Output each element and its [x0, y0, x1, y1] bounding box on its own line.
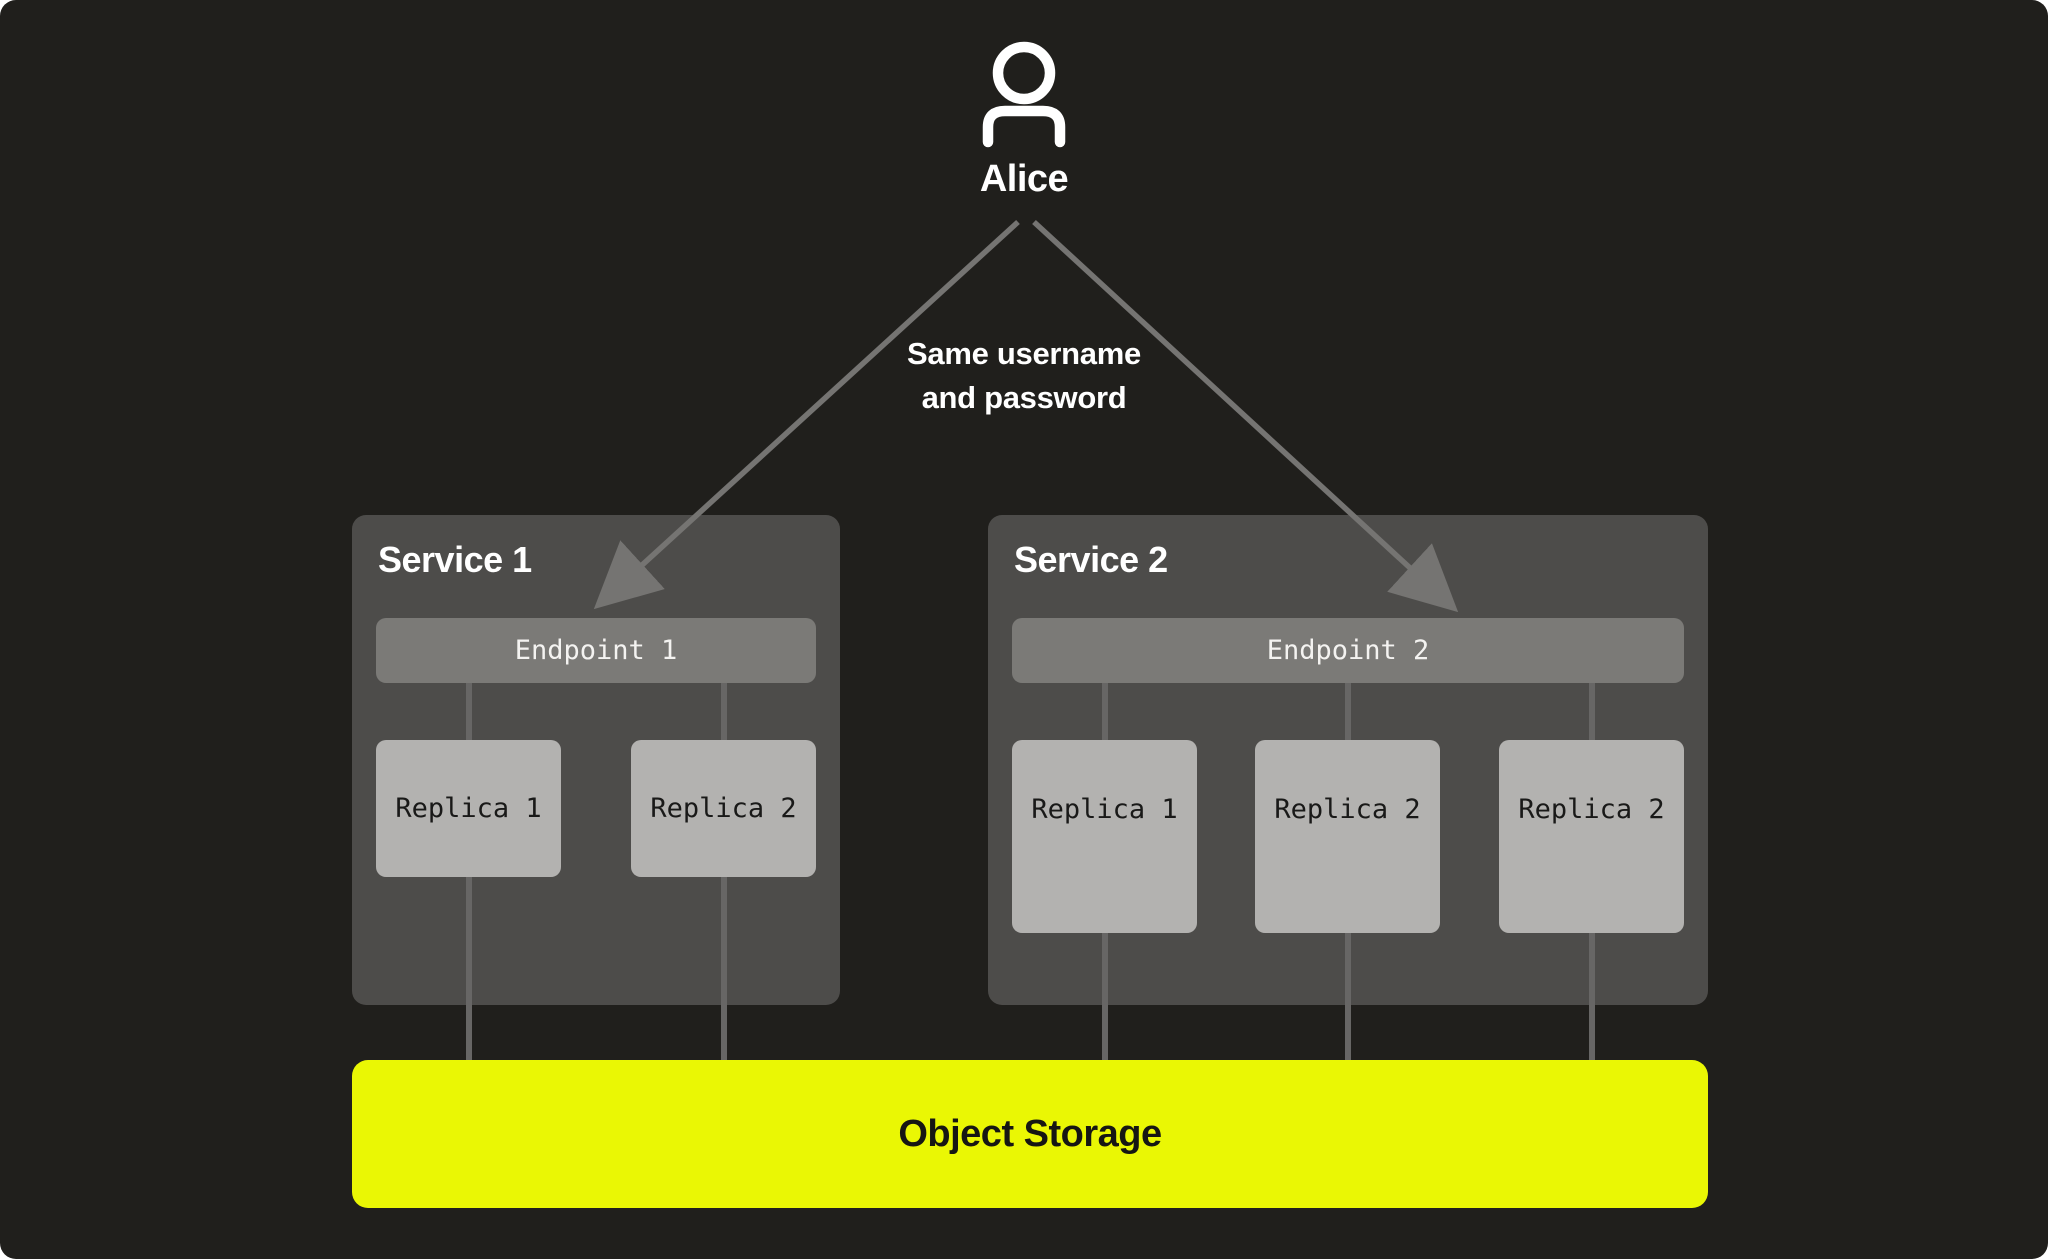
service-1-box: Service 1 Endpoint 1 Replica 1 Replica 2: [352, 515, 840, 1005]
person-icon: [982, 41, 1066, 148]
service-1-replica-1: Replica 1: [376, 740, 561, 877]
object-storage-label: Object Storage: [898, 1112, 1162, 1155]
service-2-box: Service 2 Endpoint 2 Replica 1 Replica 2…: [988, 515, 1708, 1005]
service-2-title: Service 2: [1014, 539, 1168, 580]
service-1-endpoint-bar: Endpoint 1: [376, 618, 816, 683]
service-2-endpoint-bar: Endpoint 2: [1012, 618, 1684, 683]
service-1-replica-2: Replica 2: [631, 740, 816, 877]
annotation-line-1: Same username: [907, 336, 1141, 371]
annotation: Same username and password: [774, 332, 1274, 420]
user-label: Alice: [979, 158, 1069, 200]
service-2-replica-1: Replica 1: [1012, 740, 1197, 933]
service-1-title: Service 1: [378, 539, 532, 580]
annotation-line-2: and password: [921, 380, 1127, 415]
service-2-replica-3: Replica 2: [1499, 740, 1684, 933]
object-storage-bar: Object Storage: [352, 1060, 1708, 1208]
service-2-replica-2: Replica 2: [1255, 740, 1440, 933]
